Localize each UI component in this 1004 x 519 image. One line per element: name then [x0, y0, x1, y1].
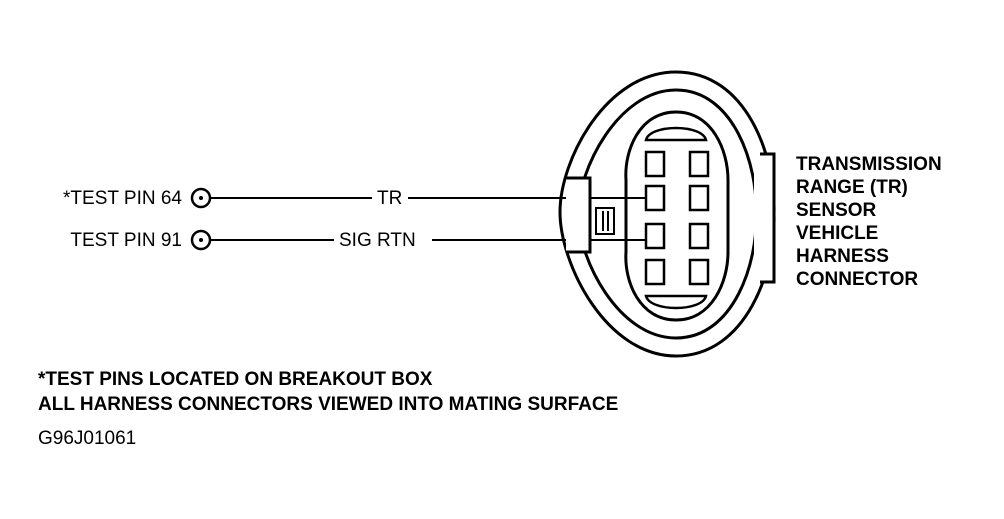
connector-inner-shell — [576, 88, 758, 340]
tr-wire-label: TR — [377, 188, 402, 209]
note-viewing-direction: ALL HARNESS CONNECTORS VIEWED INTO MATIN… — [38, 394, 618, 415]
cavity-4 — [688, 184, 710, 212]
note-test-pins: *TEST PINS LOCATED ON BREAKOUT BOX — [38, 369, 433, 390]
cavity-7 — [644, 258, 666, 286]
connector-title-line-1: TRANSMISSION — [796, 154, 942, 175]
connector-tab-outline — [760, 152, 776, 284]
connector-cavity-wall — [624, 110, 730, 322]
connector-top-key — [644, 126, 708, 142]
connector-title-line-5: HARNESS — [796, 246, 889, 267]
connector-title-line-6: CONNECTOR — [796, 269, 918, 290]
connector-outer-shell — [558, 70, 776, 358]
test-pin-91-terminal-dot — [199, 238, 203, 242]
connector-title-line-2: RANGE (TR) — [796, 177, 908, 198]
cavity-3 — [644, 184, 666, 212]
harness-connector — [558, 70, 776, 358]
cavity-5 — [644, 222, 666, 250]
sig-rtn-wire-label: SIG RTN — [339, 230, 416, 251]
figure-code: G96J01061 — [38, 428, 136, 449]
cavity-2 — [688, 150, 710, 178]
test-pin-91-label: TEST PIN 91 — [70, 230, 182, 251]
connector-title-line-3: SENSOR — [796, 200, 877, 221]
connector-bottom-key — [644, 294, 708, 310]
test-pin-64-terminal-dot — [199, 196, 203, 200]
test-pin-64-label: *TEST PIN 64 — [63, 188, 182, 209]
connector-latch — [595, 207, 615, 235]
connector-polarizing-tab — [754, 154, 774, 282]
cavity-1 — [644, 150, 666, 178]
cavity-6 — [688, 222, 710, 250]
terminal-cavities — [644, 150, 710, 286]
connector-title-line-4: VEHICLE — [796, 223, 878, 244]
cavity-8 — [688, 258, 710, 286]
connector-left-notch — [566, 176, 592, 254]
